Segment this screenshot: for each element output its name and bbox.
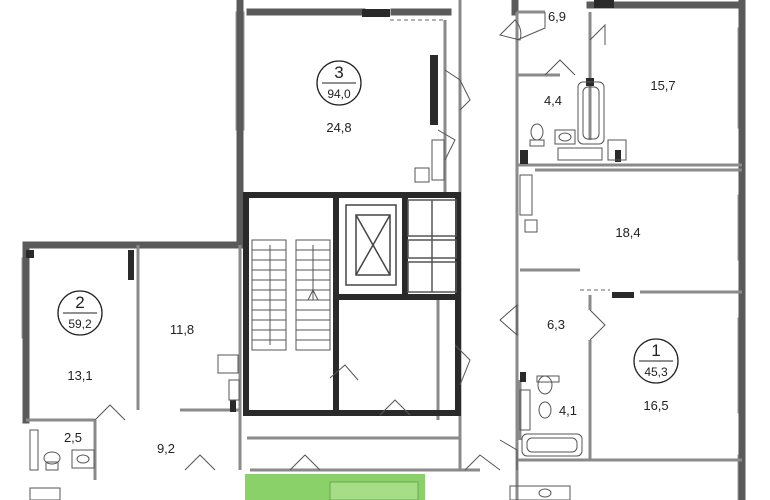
room-area-label: 6,9 (548, 9, 566, 24)
staircase (251, 239, 331, 351)
apartment-number: 3 (334, 63, 343, 82)
doors (94, 12, 606, 471)
openings (390, 19, 610, 291)
room-area-label: 16,5 (643, 398, 668, 413)
room-area-label: 15,7 (650, 78, 675, 93)
room-area-label: 13,1 (67, 368, 92, 383)
room-area-label: 18,4 (615, 225, 640, 240)
room-area-label: 9,2 (157, 441, 175, 456)
apartment-area: 59,2 (68, 317, 92, 331)
room-area-label: 4,1 (559, 403, 577, 418)
room-area-label: 4,4 (544, 93, 562, 108)
stair-core (243, 192, 461, 416)
room-area-label: 11,8 (170, 322, 194, 337)
apartment-badge-2: 2 59,2 (57, 290, 103, 336)
apartment-area: 94,0 (327, 87, 351, 101)
fixtures (29, 81, 627, 500)
apartment-area: 45,3 (644, 365, 668, 379)
service-shafts (407, 199, 457, 293)
apartment-number: 1 (651, 341, 660, 360)
apartment-badge-1: 1 45,3 (633, 338, 679, 384)
balcony-inner (329, 481, 419, 500)
elevator-shaft (345, 204, 397, 286)
room-area-label: 6,3 (547, 317, 565, 332)
apartment-badge-3: 3 94,0 (316, 60, 362, 106)
room-area-label: 2,5 (64, 430, 82, 445)
room-area-label: 24,8 (326, 120, 351, 135)
apartment-number: 2 (75, 293, 84, 312)
